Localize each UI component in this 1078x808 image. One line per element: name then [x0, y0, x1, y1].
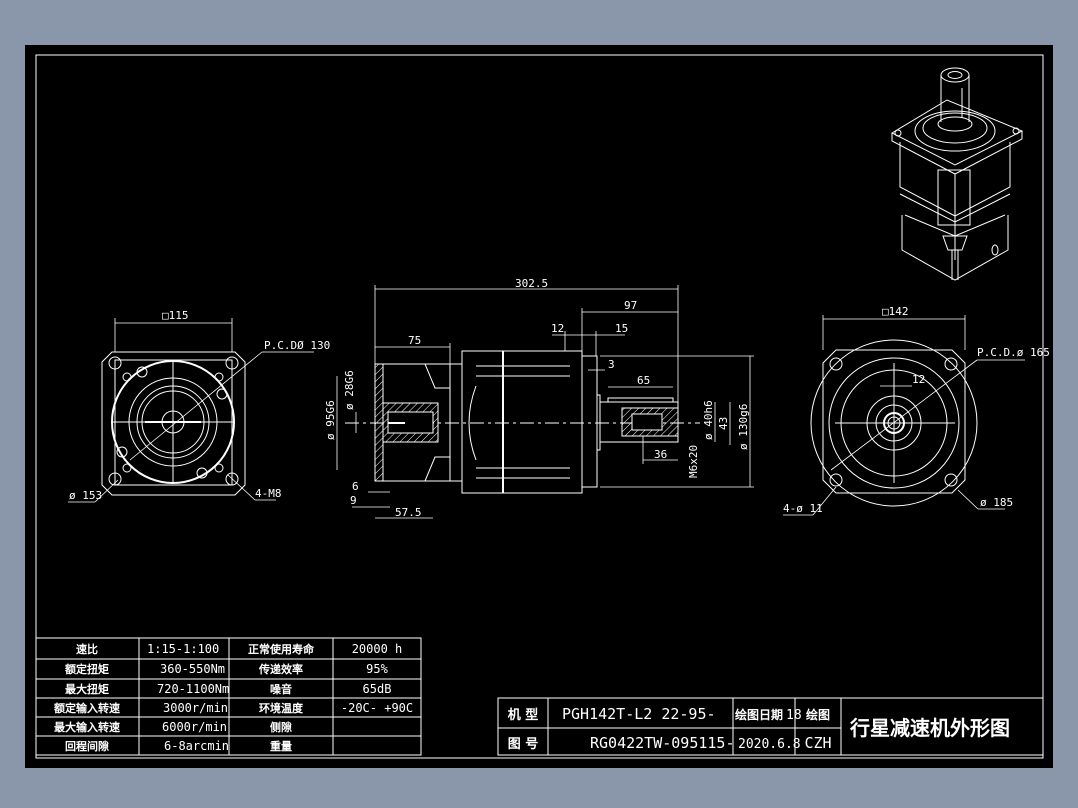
dim-input-bore-dia: ø 28G6: [343, 370, 356, 410]
output-holes-dim: 4-ø 11: [783, 502, 823, 515]
dim-57-5: 57.5: [395, 506, 422, 519]
spec-label: 正常使用寿命: [248, 642, 315, 656]
spec-value: 20000 h: [352, 642, 403, 656]
drawing-title: 行星减速机外形图: [849, 716, 1010, 740]
spec-label: 环境温度: [259, 701, 304, 715]
spec-row: 额定输入转速 3000r/min 环境温度 -20C- +90C: [54, 701, 413, 715]
spec-label: 传递效率: [258, 662, 303, 676]
spec-value: -20C- +90C: [341, 701, 413, 715]
output-outer-dia-dim: ø 185: [980, 496, 1013, 509]
dim-12: 12: [551, 322, 564, 335]
spec-row: 最大扭矩 720-1100Nm 噪音 65dB: [65, 682, 391, 696]
input-square-dim: □115: [162, 309, 189, 322]
side-view: 302.5 97 12 15 75 3 65 36 M6x20 ø 40h6 4…: [324, 277, 754, 519]
spec-row: 额定扭矩 360-550Nm 传递效率 95%: [65, 662, 389, 676]
cad-drawing: □115 P.C.DØ 130 ø 153 4-M8: [35, 54, 1050, 759]
spec-value: 65dB: [363, 682, 392, 696]
spec-value: 360-550Nm: [160, 662, 225, 676]
spec-value: 720-1100Nm: [157, 682, 229, 696]
spec-row: 回程间隙 6-8arcmin 重量: [65, 739, 292, 753]
spec-value: 6000r/min: [162, 720, 227, 734]
dim-9: 9: [350, 494, 357, 507]
output-end-view: □142 P.C.D.ø 165 12 ø 185 4-ø 11: [783, 305, 1050, 516]
output-pcd-dim: P.C.D.ø 165: [977, 346, 1050, 359]
input-outer-dia-dim: ø 153: [69, 489, 102, 502]
model-value: PGH142T-L2 22-95-: [562, 705, 716, 723]
spec-row: 速比 1:15-1:100 正常使用寿命 20000 h: [76, 642, 402, 656]
drawing-sheet: □115 P.C.DØ 130 ø 153 4-M8: [25, 45, 1053, 768]
dim-pilot-dia: ø 130g6: [737, 404, 750, 450]
dim-input-pilot-dia: ø 95G6: [324, 400, 337, 440]
dim-thread-depth: 36: [654, 448, 667, 461]
dim-output-length: 97: [624, 299, 637, 312]
drawing-border: [35, 54, 1044, 759]
output-key-width-dim: 12: [912, 373, 925, 386]
spec-label: 最大输入转速: [54, 720, 120, 734]
spec-value: 3000r/min: [163, 701, 228, 715]
spec-label: 额定扭矩: [65, 662, 109, 676]
drawing-no-value: RG0422TW-095115-: [590, 734, 735, 752]
isometric-view: [890, 67, 1024, 281]
dim-overall-length: 302.5: [515, 277, 548, 290]
spec-label: 回程间隙: [65, 739, 109, 753]
spec-label: 侧隙: [270, 720, 292, 734]
spec-value: 95%: [366, 662, 388, 676]
model-label: 机 型: [508, 707, 539, 723]
spec-label: 最大扭矩: [65, 682, 109, 696]
dim-15: 15: [615, 322, 628, 335]
dim-input-length: 75: [408, 334, 421, 347]
dim-key-height: 43: [717, 417, 730, 430]
spec-table: 速比 1:15-1:100 正常使用寿命 20000 h 额定扭矩 360-55…: [35, 637, 422, 756]
input-holes-dim: 4-M8: [255, 487, 282, 500]
drawing-no-label: 图 号: [508, 737, 539, 752]
dim-6: 6: [352, 480, 359, 493]
input-end-view: □115 P.C.DØ 130 ø 153 4-M8: [68, 309, 330, 503]
dim-shaft-dia: ø 40h6: [702, 400, 715, 440]
title-block: 机 型 PGH142T-L2 22-95- 图 号 RG0422TW-09511…: [497, 697, 1044, 756]
input-pcd-dim: P.C.DØ 130: [264, 339, 330, 352]
dim-key-length: 65: [637, 374, 650, 387]
spec-label: 速比: [76, 642, 98, 656]
spec-label: 噪音: [270, 682, 292, 696]
date-value: 2020.6.8: [738, 737, 801, 752]
drawer-value: CZH: [804, 734, 831, 752]
dim-3: 3: [608, 358, 615, 371]
spec-value: 6-8arcmin: [164, 739, 229, 753]
output-square-dim: □142: [882, 305, 909, 318]
date-label-overflow: 18: [786, 708, 802, 723]
date-label: 绘图日期: [735, 707, 783, 722]
spec-value: 1:15-1:100: [147, 642, 219, 656]
spec-label: 额定输入转速: [54, 701, 120, 715]
dim-thread: M6x20: [687, 445, 700, 478]
spec-row: 最大输入转速 6000r/min 侧隙: [54, 720, 292, 734]
spec-label: 重量: [270, 739, 292, 753]
drawer-label: 绘图: [806, 707, 830, 722]
